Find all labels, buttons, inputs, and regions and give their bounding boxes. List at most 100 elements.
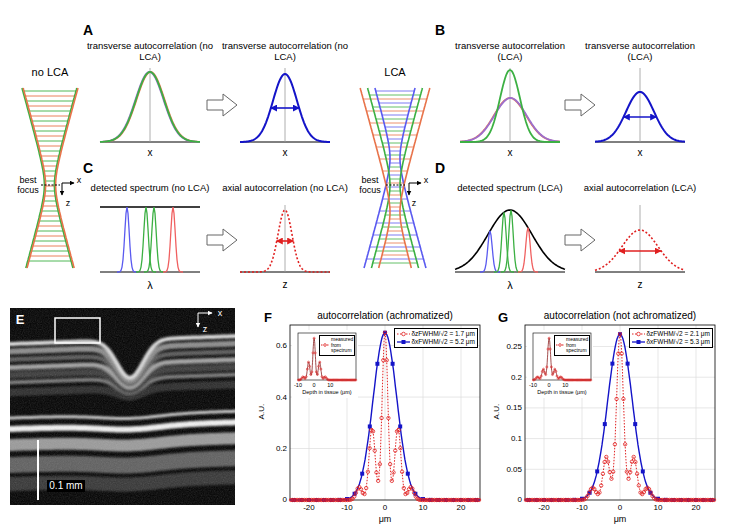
legend-line xyxy=(321,345,329,346)
legend-row: δzFWHM/√2 = 1.7 μm xyxy=(397,330,475,338)
circle-marker xyxy=(380,416,383,419)
circle-marker xyxy=(383,331,386,334)
circle-marker xyxy=(632,455,635,458)
circle-marker xyxy=(606,460,609,463)
inset-axis-label: Depth in tissue (μm) xyxy=(302,389,351,395)
circle-marker xyxy=(385,358,388,361)
legend-sample xyxy=(397,338,410,346)
center-line xyxy=(640,205,641,272)
curve xyxy=(100,72,200,142)
beam-hatch xyxy=(34,241,67,242)
panel-letter: G xyxy=(498,311,508,326)
beam-hatch xyxy=(379,103,411,104)
circle-marker xyxy=(390,479,393,482)
circle-marker xyxy=(634,460,637,463)
tick-label: 20 xyxy=(457,503,466,512)
curve xyxy=(100,72,200,142)
circle-marker xyxy=(539,377,541,379)
beam-hatch xyxy=(382,255,408,256)
axis-label: x xyxy=(508,147,513,159)
beam-label: LCA xyxy=(384,66,405,79)
beam-hatch xyxy=(390,219,401,220)
beam-hatch xyxy=(390,179,401,180)
roi-box xyxy=(55,318,100,343)
legend-box: measured from spectrum xyxy=(554,335,590,356)
circle-marker xyxy=(613,443,616,446)
fwhm-arrow xyxy=(277,240,294,242)
beam-hatch xyxy=(45,186,55,187)
circle-marker xyxy=(548,337,550,339)
curve xyxy=(518,228,538,272)
circle-marker xyxy=(615,397,618,400)
square-marker xyxy=(375,362,379,366)
plot-title: axial autocorrelation (LCA) xyxy=(578,183,703,194)
beam-hatch xyxy=(40,216,60,217)
circle-marker xyxy=(603,460,606,463)
fwhm-arrow xyxy=(624,116,657,118)
circle-marker xyxy=(399,446,402,449)
panel-letter: A xyxy=(83,22,93,38)
beam-hatch xyxy=(39,151,60,152)
circle-marker xyxy=(542,368,544,370)
grid-line xyxy=(658,325,659,500)
legend-box: measured from spectrum xyxy=(319,335,355,356)
process-arrow xyxy=(207,94,237,116)
square-marker xyxy=(360,472,364,476)
beam-hatch xyxy=(42,206,57,207)
tick-label: 0.15 xyxy=(506,403,522,412)
tick-label: 0.1 xyxy=(511,434,522,443)
axis-label: z xyxy=(412,198,417,208)
circle-marker xyxy=(636,332,640,336)
beam-hatch xyxy=(28,261,71,262)
tick-label: 0 xyxy=(548,382,551,388)
circle-marker xyxy=(316,373,318,375)
circle-marker xyxy=(400,470,403,473)
circle-marker xyxy=(550,366,552,368)
beam-hatch xyxy=(382,227,407,228)
panel-letter: E xyxy=(16,313,25,328)
circle-marker xyxy=(364,486,367,489)
tick-label: -10 xyxy=(341,503,353,512)
beam-hatch xyxy=(383,199,408,200)
square-marker xyxy=(368,424,372,428)
legend-text: measured from spectrum xyxy=(566,337,588,354)
beam-hatch xyxy=(363,99,427,100)
grid-line xyxy=(525,407,715,408)
beam-hatch xyxy=(23,91,76,92)
circle-marker xyxy=(315,371,317,373)
circle-marker xyxy=(649,491,652,494)
curve xyxy=(595,230,685,270)
process-arrow xyxy=(565,94,595,116)
legend-row: δxFWHM/√2 = 5.2 μm xyxy=(397,338,475,346)
circle-marker xyxy=(625,470,628,473)
plot-title: autocorrelation (achromatized) xyxy=(317,310,453,322)
circle-marker xyxy=(368,446,371,449)
square-marker xyxy=(406,472,410,476)
process-arrow xyxy=(565,229,595,251)
legend-row: measured from spectrum xyxy=(321,337,353,354)
beam-hatch xyxy=(383,171,408,172)
circle-marker xyxy=(388,462,391,465)
focus-label: best focus xyxy=(12,175,44,196)
axis-arrow xyxy=(409,183,410,195)
beam-hatch xyxy=(382,115,408,116)
circle-marker xyxy=(627,477,630,480)
beam-hatch xyxy=(39,221,61,222)
circle-marker xyxy=(353,495,356,498)
beam-hatch xyxy=(31,251,69,252)
axis-label: x xyxy=(77,175,82,185)
curve xyxy=(494,212,514,272)
circle-marker xyxy=(611,470,614,473)
circle-marker xyxy=(608,470,611,473)
beam-hatch xyxy=(379,159,410,160)
beam-hatch xyxy=(376,147,413,148)
curve xyxy=(480,231,500,272)
panel-letter: D xyxy=(435,160,445,176)
axis-label: A.U. xyxy=(257,404,266,420)
scale-bar xyxy=(37,440,39,500)
circle-marker xyxy=(312,352,314,354)
circle-marker xyxy=(540,375,542,377)
circle-marker xyxy=(549,348,551,350)
circle-marker xyxy=(306,368,308,370)
